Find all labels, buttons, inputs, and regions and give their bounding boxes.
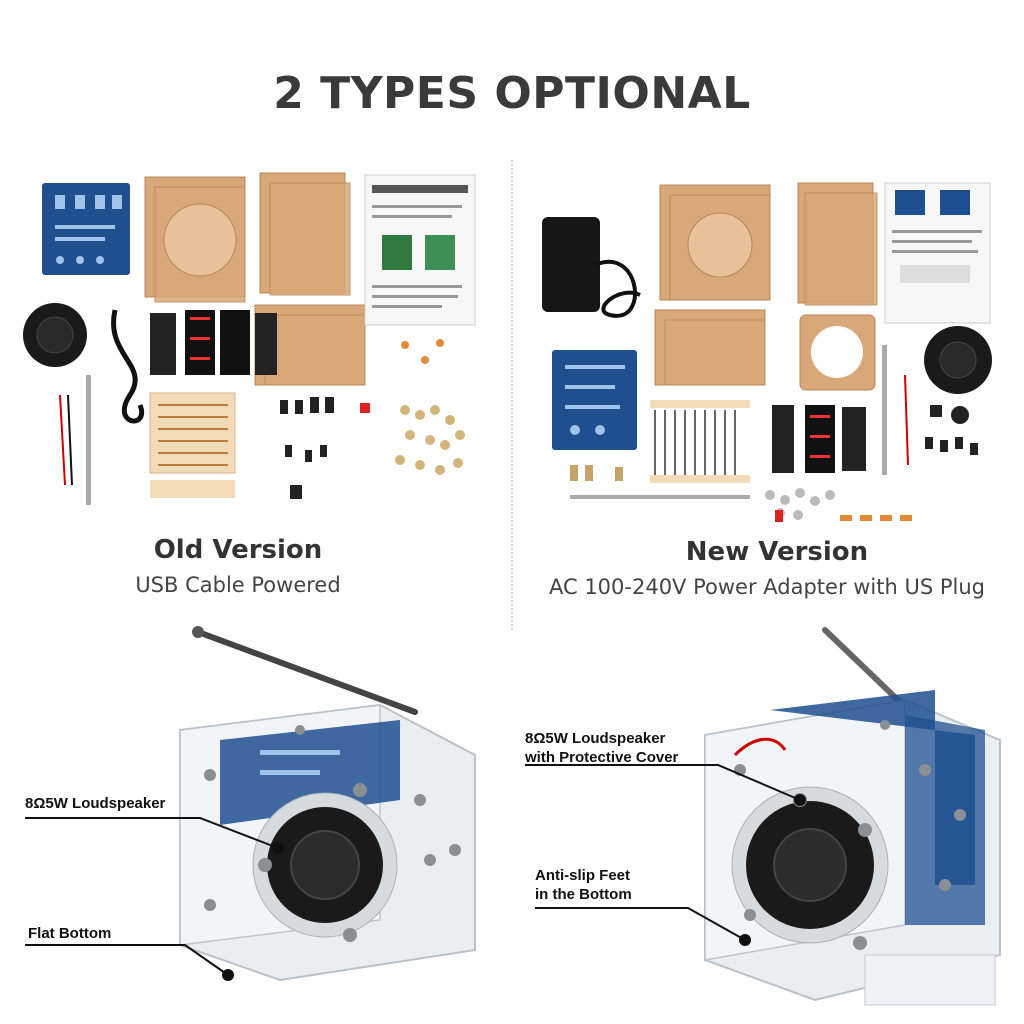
new-feet-callout-line1: Anti-slip Feet (535, 867, 631, 884)
new-version-kit-parts-photo (542, 182, 992, 522)
old-loudspeaker-callout-label: 8Ω5W Loudspeaker (25, 795, 166, 812)
center-divider (511, 160, 513, 630)
old-version-title: Old Version (153, 535, 323, 565)
new-feet-callout-line2: in the Bottom (535, 886, 632, 903)
new-version-title: New Version (685, 537, 869, 567)
new-anti-slip-feet-callout-label: Anti-slip Feet in the Bottom (535, 866, 632, 904)
new-loudspeaker-callout-line1: 8Ω5W Loudspeaker (525, 730, 666, 747)
new-loudspeaker-callout-line2: with Protective Cover (525, 749, 679, 766)
old-version-kit-parts-photo (23, 172, 476, 505)
old-version-assembled-radio-photo (179, 626, 476, 982)
new-loudspeaker-callout-label: 8Ω5W Loudspeaker with Protective Cover (525, 729, 678, 767)
new-version-subtitle: AC 100-240V Power Adapter with US Plug (548, 575, 986, 599)
old-version-subtitle: USB Cable Powered (135, 573, 341, 597)
old-flat-bottom-callout-label: Flat Bottom (28, 925, 112, 942)
page-title: 2 TYPES OPTIONAL (273, 68, 751, 119)
